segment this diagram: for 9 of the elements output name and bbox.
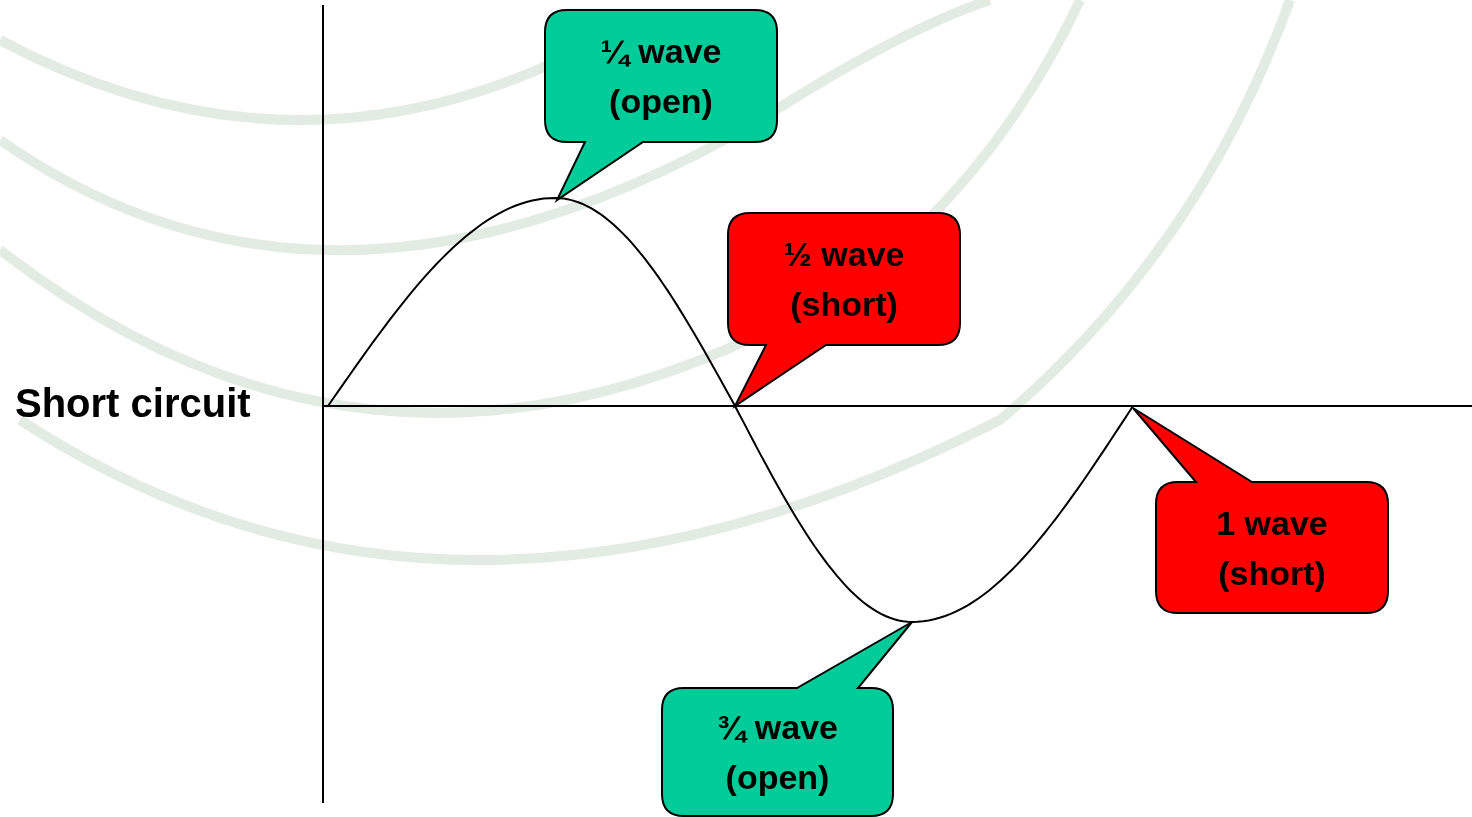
callout-bubble xyxy=(728,213,961,408)
callout-label: ¾ wave (open) xyxy=(716,707,839,798)
callout-bubble xyxy=(1131,406,1390,615)
callout-label: ¼ wave (open) xyxy=(599,31,723,122)
axis-label: Short circuit xyxy=(15,380,251,427)
callout-bubble xyxy=(545,10,778,202)
callout-label: 1 wave (short) xyxy=(1215,502,1329,594)
callout-label: ½ wave (short) xyxy=(782,234,906,325)
callout-bubble xyxy=(662,620,914,817)
